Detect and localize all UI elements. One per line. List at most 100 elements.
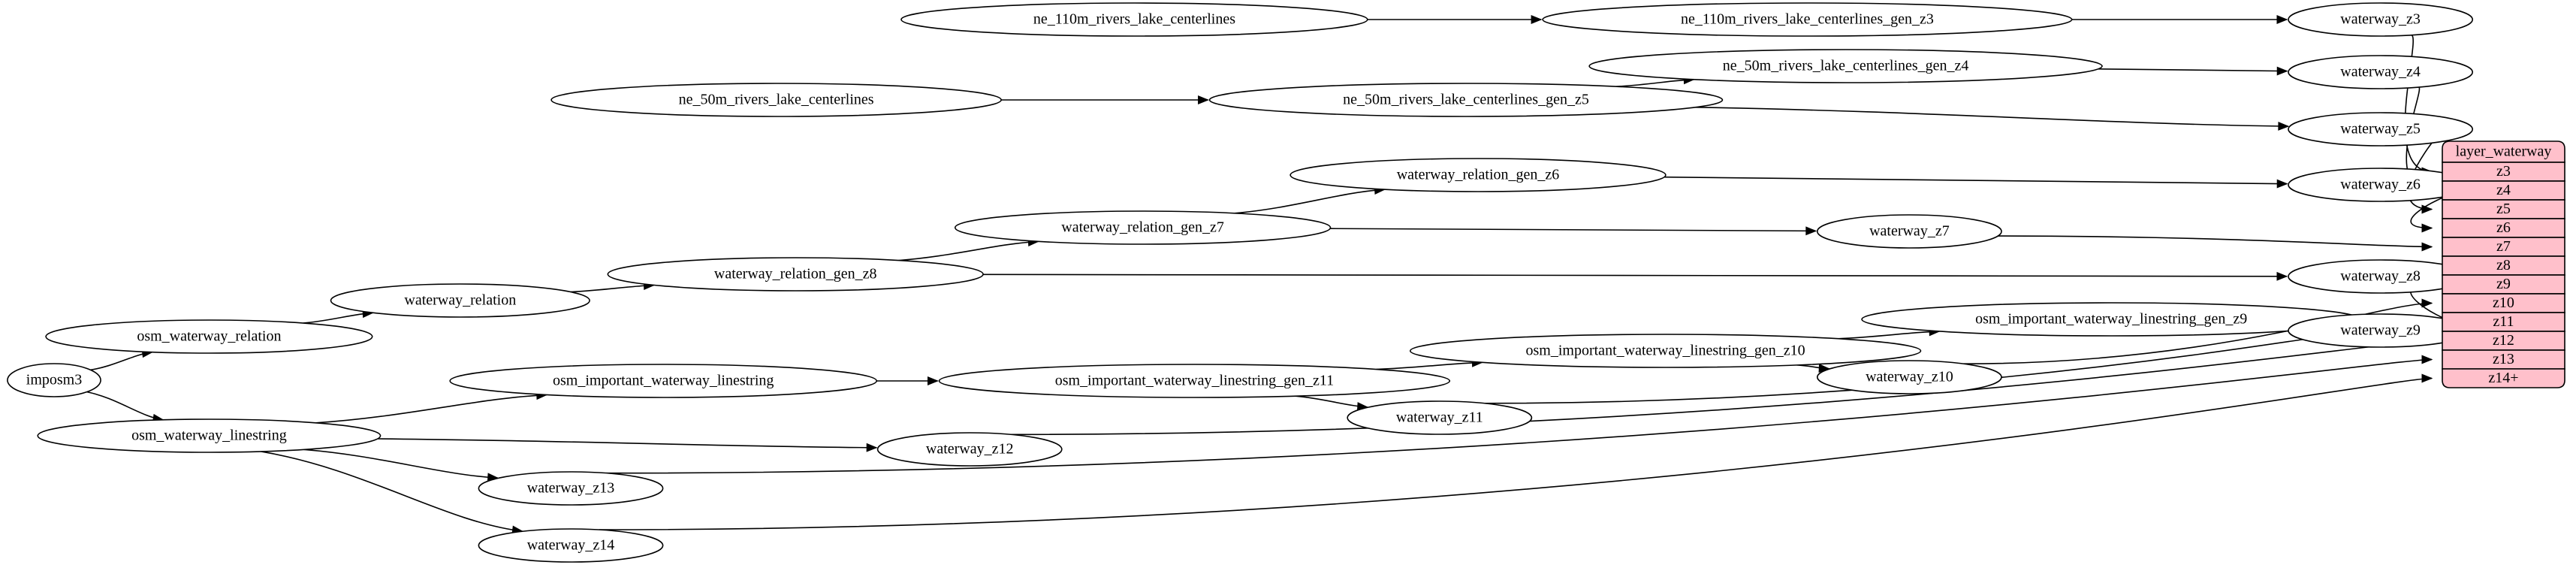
table-row-cell-z8[interactable] [2442,255,2565,276]
node-shape [1816,214,2002,249]
node-label: waterway_z5 [2340,121,2421,137]
edge-waterway_z14-to-layer_waterway-z14+ [599,377,2433,530]
table-row-cell-z5[interactable] [2442,199,2565,219]
node-waterway_z7[interactable]: waterway_z7 [1816,214,2002,249]
edge-osm_important_waterway_linestring_gen_z11-to-osm_important_waterway_linestring_gen_z10 [1376,361,1483,370]
table-layer: layer_waterwayz3z4z5z6z7z8z9z10z11z12z13… [2442,140,2565,388]
node-waterway_z13[interactable]: waterway_z13 [478,471,664,506]
table-row-label-z6: z6 [2496,219,2511,236]
node-waterway_z3[interactable]: waterway_z3 [2288,2,2474,37]
node-waterway_relation_gen_z6[interactable]: waterway_relation_gen_z6 [1290,158,1667,192]
table-row-label-z10: z10 [2493,295,2514,311]
table-row-cell-z3[interactable] [2442,162,2565,182]
node-shape [1816,360,2002,394]
node-label: osm_waterway_linestring [131,428,287,444]
node-label: waterway_z13 [527,480,615,497]
node-waterway_relation_gen_z8[interactable]: waterway_relation_gen_z8 [607,257,984,292]
table-row-cell-z12[interactable] [2442,331,2565,351]
node-shape [2288,55,2474,89]
edge-arrowhead [928,376,939,385]
edge-arrowhead [2421,298,2433,308]
node-label: osm_important_waterway_linestring_gen_z1… [1055,373,1334,389]
table-row-cell-z6[interactable] [2442,218,2565,238]
node-shape [876,432,1063,467]
node-label: ne_110m_rivers_lake_centerlines_gen_z3 [1681,11,1934,28]
node-ne_50m_rivers_lake_centerlines_gen_z5[interactable]: ne_50m_rivers_lake_centerlines_gen_z5 [1208,83,1724,117]
node-osm_important_waterway_linestring_gen_z11[interactable]: osm_important_waterway_linestring_gen_z1… [938,364,1451,398]
edge-waterway_relation_gen_z8-to-waterway_relation_gen_z7 [898,240,1039,261]
table-header-label: layer_waterway [2456,144,2552,160]
node-label: waterway_z6 [2340,177,2421,193]
node-label: waterway_relation_gen_z6 [1397,167,1560,183]
node-waterway_z11[interactable]: waterway_z11 [1347,400,1533,435]
node-shape [1208,83,1724,117]
node-waterway_relation_gen_z7[interactable]: waterway_relation_gen_z7 [954,210,1332,245]
table-row-cell-z9[interactable] [2442,274,2565,295]
node-waterway_z12[interactable]: waterway_z12 [876,432,1063,467]
node-osm_waterway_relation[interactable]: osm_waterway_relation [45,319,373,354]
node-osm_important_waterway_linestring_gen_z10[interactable]: osm_important_waterway_linestring_gen_z1… [1409,334,1922,368]
table-row-label-z8: z8 [2496,257,2511,273]
table-row-label-z14+: z14+ [2488,370,2518,386]
table-row-label-z11: z11 [2493,313,2514,330]
node-shape [938,364,1451,398]
node-shape [478,528,664,563]
node-imposm3[interactable]: imposm3 [7,363,101,397]
edge-arrowhead [1805,226,1817,236]
nodes-layer: imposm3 osm_waterway_relation osm_waterway… [7,2,2474,563]
node-label: osm_important_waterway_linestring_gen_z9 [1975,311,2247,328]
node-ne_50m_rivers_lake_centerlines[interactable]: ne_50m_rivers_lake_centerlines [550,83,1002,117]
node-waterway_z4[interactable]: waterway_z4 [2288,55,2474,89]
node-waterway_z14[interactable]: waterway_z14 [478,528,664,563]
node-label: ne_110m_rivers_lake_centerlines [1033,11,1235,28]
node-shape [1409,334,1922,368]
node-label: waterway_z8 [2340,268,2421,285]
edge-arrowhead [2421,242,2433,252]
node-shape [550,83,1002,117]
edge-arrowhead [2276,179,2288,189]
table-row-label-z13: z13 [2493,351,2514,367]
node-shape [330,283,590,318]
node-waterway_z5[interactable]: waterway_z5 [2288,112,2474,147]
edge-osm_important_waterway_linestring_gen_z11-to-waterway_z11 [1295,395,1368,408]
edge-arrowhead [1198,95,1209,104]
table-row-label-z4: z4 [2496,182,2511,198]
edge-arrowhead [2276,66,2288,76]
node-shape [2288,2,2474,37]
node-shape [2288,112,2474,147]
node-osm_waterway_linestring[interactable]: osm_waterway_linestring [37,418,382,453]
edge-osm_important_waterway_linestring_gen_z10-to-osm_important_waterway_linestring_gen_z9 [1837,331,1940,340]
node-label: waterway_relation [404,292,516,309]
layer-waterway-table: layer_waterwayz3z4z5z6z7z8z9z10z11z12z13… [2442,140,2565,388]
edge-waterway_z7-to-layer_waterway-z7 [1998,235,2433,248]
edge-osm_waterway_linestring-to-waterway_z14 [261,451,523,532]
node-shape [607,257,984,292]
node-waterway_z6[interactable]: waterway_z6 [2288,168,2474,202]
node-shape [954,210,1332,245]
node-waterway_z10[interactable]: waterway_z10 [1816,360,2002,394]
table-row-label-z12: z12 [2493,332,2514,349]
node-ne_110m_rivers_lake_centerlines_gen_z3[interactable]: ne_110m_rivers_lake_centerlines_gen_z3 [1542,2,2073,37]
node-ne_110m_rivers_lake_centerlines[interactable]: ne_110m_rivers_lake_centerlines [900,2,1368,37]
edge-ne_50m_rivers_lake_centerlines_gen_z5-to-waterway_z5 [1695,106,2288,127]
node-label: imposm3 [26,372,82,388]
table-row-cell-z4[interactable] [2442,180,2565,201]
node-waterway_z9[interactable]: waterway_z9 [2288,313,2474,348]
node-osm_important_waterway_linestring_gen_z9[interactable]: osm_important_waterway_linestring_gen_z9 [1861,302,2362,337]
table-row-label-z9: z9 [2496,276,2511,292]
edge-imposm3-to-osm_waterway_linestring [86,391,164,421]
node-label: waterway_z3 [2340,11,2421,28]
node-shape [45,319,373,354]
node-ne_50m_rivers_lake_centerlines_gen_z4[interactable]: ne_50m_rivers_lake_centerlines_gen_z4 [1588,49,2103,83]
table-row-cell-z11[interactable] [2442,312,2565,332]
node-waterway_relation[interactable]: waterway_relation [330,283,590,318]
table-row-cell-z14+[interactable] [2442,368,2565,388]
node-label: ne_50m_rivers_lake_centerlines_gen_z5 [1343,92,1589,108]
table-row-label-z5: z5 [2496,201,2511,217]
table-row-label-z7: z7 [2496,238,2511,255]
node-osm_important_waterway_linestring[interactable]: osm_important_waterway_linestring [449,364,878,398]
node-waterway_z8[interactable]: waterway_z8 [2288,259,2474,294]
edge-waterway_relation_gen_z7-to-waterway_z7 [1330,228,1816,232]
edge-waterway_relation_gen_z8-to-waterway_z8 [983,273,2288,277]
